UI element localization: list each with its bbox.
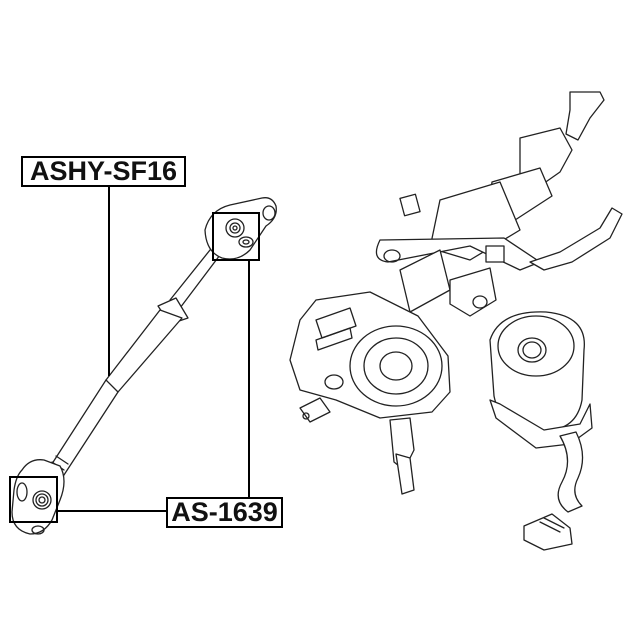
callout-box-lower-joint	[9, 476, 58, 523]
part-label-as-1639: AS-1639	[166, 497, 283, 528]
intermediate-shaft	[11, 197, 277, 535]
callout-box-upper-joint	[212, 212, 260, 261]
steering-column	[375, 91, 623, 317]
callout-markers	[9, 187, 260, 523]
gear-housing	[289, 291, 451, 495]
electric-motor	[489, 311, 593, 551]
part-label-ashy-sf16: ASHY-SF16	[21, 156, 186, 187]
